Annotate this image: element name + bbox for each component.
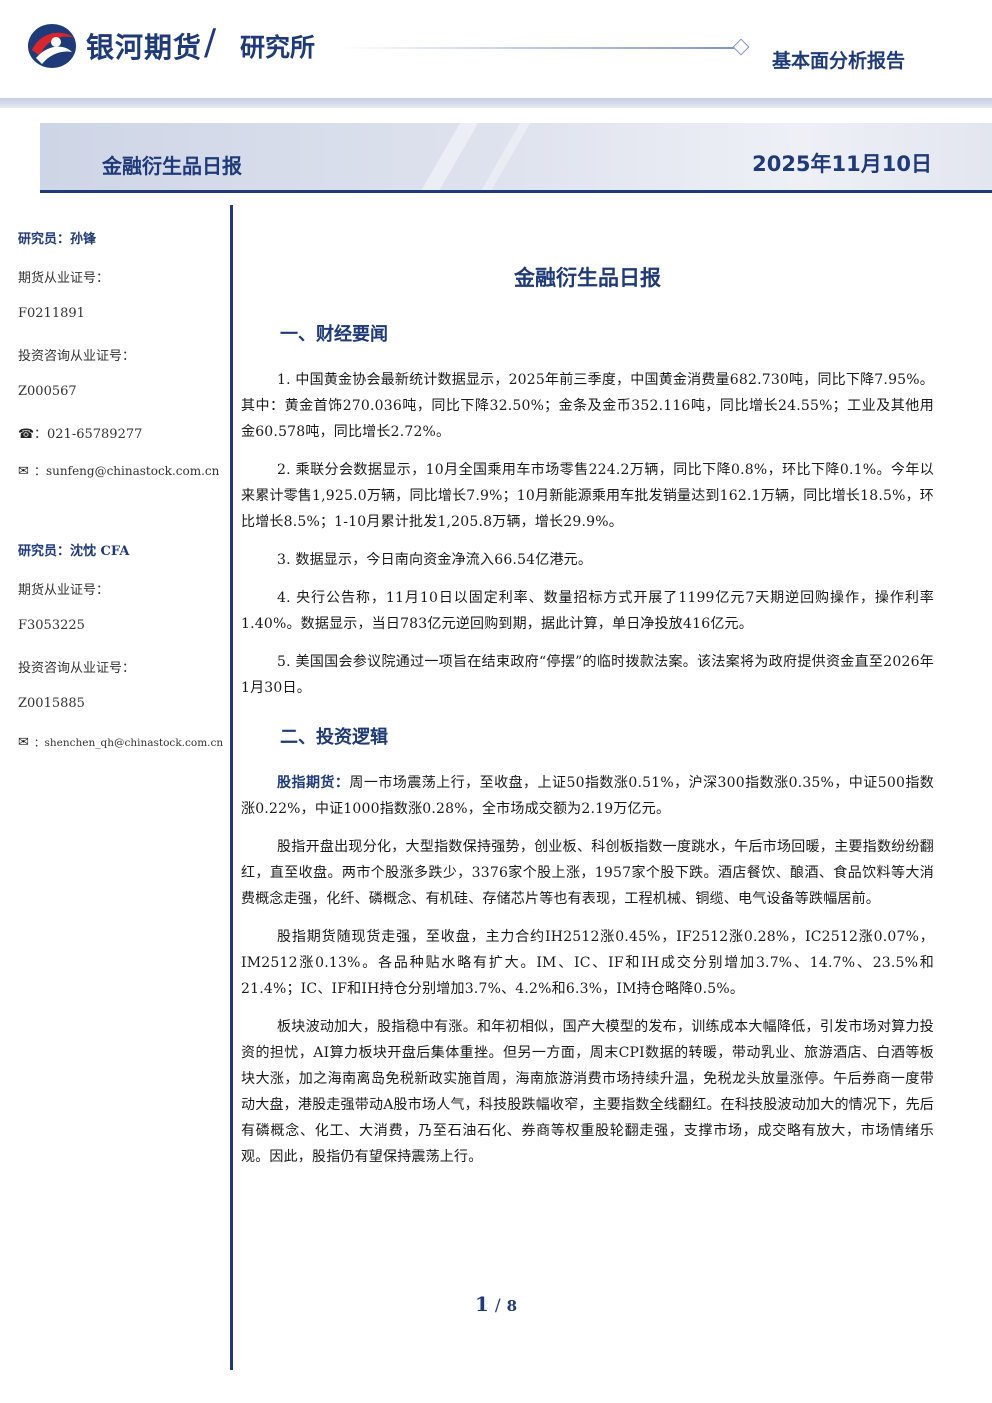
- logic-paragraph-1: 股指开盘出现分化，大型指数保持强势，创业板、科创板指数一度跳水，午后市场回暖，主…: [241, 839, 934, 907]
- header-decor-line: [340, 47, 734, 49]
- diamond-icon: [732, 38, 750, 56]
- analyst2-license: F3053225: [18, 618, 85, 633]
- email-icon: ✉: [18, 735, 29, 750]
- phone-icon: ☎: [18, 427, 35, 442]
- page-separator: /: [494, 1296, 501, 1316]
- analyst2-consult: Z0015885: [18, 696, 85, 711]
- analyst1-license: F0211891: [18, 306, 85, 321]
- news-item-2: 2. 乘联分会数据显示，10月全国乘用车市场零售224.2万辆，同比下降0.8%…: [241, 462, 934, 530]
- news-item-5: 5. 美国国会参议院通过一项旨在结束政府“停摆”的临时拨款法案。该法案将为政府提…: [241, 654, 934, 696]
- logic-paragraph-3: 板块波动加大，股指稳中有涨。和年初相似，国产大模型的发布，训练成本大幅降低，引发…: [241, 1019, 934, 1165]
- analyst1-license-label: 期货从业证号：: [18, 271, 110, 286]
- analyst2-email-row[interactable]: ✉：shenchen_qh@chinastock.com.cn: [18, 735, 224, 750]
- analyst1-consult-label: 投资咨询从业证号：: [18, 349, 136, 364]
- header-band: [0, 98, 992, 108]
- analyst1-consult: Z000567: [18, 384, 77, 399]
- institute-name: 研究所: [240, 33, 316, 62]
- analyst2-email[interactable]: shenchen_qh@chinastock.com.cn: [44, 737, 224, 749]
- logo-slash: /: [204, 22, 217, 63]
- report-title: 金融衍生品日报: [102, 154, 242, 178]
- logic-paragraph-2: 股指期货随现货走强，至收盘，主力合约IH2512涨0.45%，IF2512涨0.…: [241, 929, 934, 997]
- page-number: 1/ 8: [0, 1292, 992, 1316]
- index-futures-text: 周一市场震荡上行，至收盘，上证50指数涨0.51%，沪深300指数涨0.35%，…: [241, 775, 935, 817]
- analyst1-email[interactable]: sunfeng@chinastock.com.cn: [46, 464, 220, 478]
- email-icon: ✉: [18, 464, 29, 479]
- section1-heading: 一、财经要闻: [280, 324, 388, 345]
- section2-heading: 二、投资逻辑: [280, 727, 388, 748]
- company-logo-icon: [28, 24, 76, 68]
- news-item-3: 3. 数据显示，今日南向资金净流入66.54亿港元。: [277, 552, 593, 568]
- index-futures-summary: 股指期货：周一市场震荡上行，至收盘，上证50指数涨0.51%，沪深300指数涨0…: [241, 770, 934, 822]
- analyst1-email-row[interactable]: ✉：sunfeng@chinastock.com.cn: [18, 464, 220, 479]
- title-bar: 金融衍生品日报 2025年11月10日: [40, 123, 992, 193]
- analyst1-phone-row: ☎：021-65789277: [18, 427, 143, 442]
- report-date: 2025年11月10日: [752, 152, 932, 176]
- index-futures-label: 股指期货：: [277, 775, 350, 791]
- analyst2-consult-label: 投资咨询从业证号：: [18, 661, 136, 676]
- sidebar-divider: [230, 205, 233, 1370]
- total-pages: 8: [506, 1297, 518, 1315]
- news-item-1: 1. 中国黄金协会最新统计数据显示，2025年前三季度，中国黄金消费量682.7…: [241, 372, 934, 440]
- analyst2-license-label: 期货从业证号：: [18, 583, 110, 598]
- analyst1-phone: 021-65789277: [47, 427, 143, 442]
- page-header: 银河期货 / 研究所 基本面分析报告: [0, 0, 992, 98]
- current-page: 1: [474, 1292, 489, 1316]
- main-content: 金融衍生品日报 一、财经要闻 1. 中国黄金协会最新统计数据显示，2025年前三…: [241, 262, 934, 1182]
- report-type: 基本面分析报告: [772, 50, 906, 72]
- document-title: 金融衍生品日报: [514, 266, 661, 290]
- analyst1-name: 研究员：孙锋: [18, 232, 97, 247]
- analyst2-name: 研究员：沈忱 CFA: [18, 544, 130, 559]
- news-item-4: 4. 央行公告称，11月10日以固定利率、数量招标方式开展了1199亿元7天期逆…: [241, 590, 934, 632]
- company-name: 银河期货: [86, 31, 203, 64]
